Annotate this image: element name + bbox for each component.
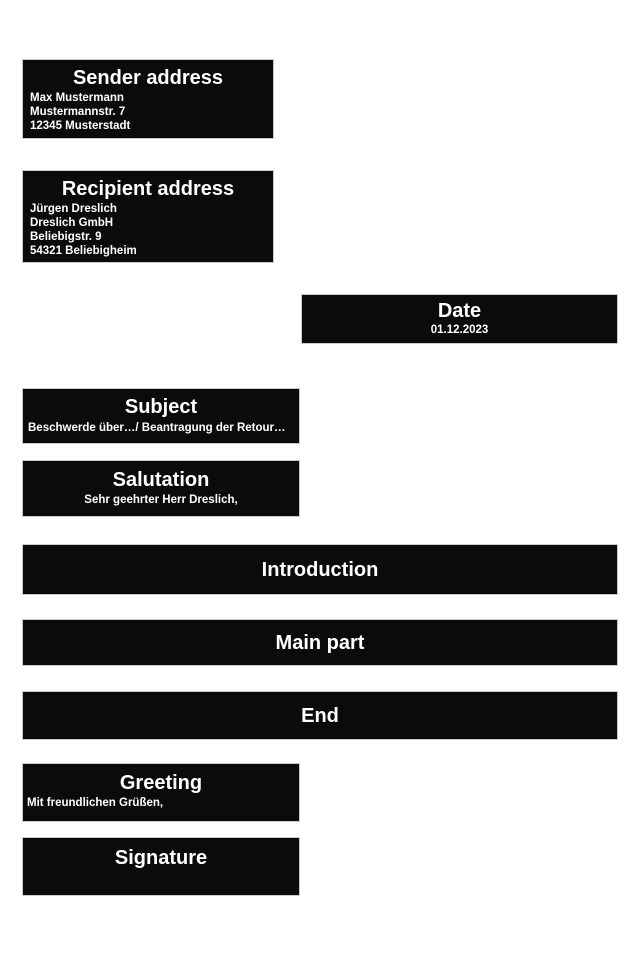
sender-street: Mustermannstr. 7 [30,106,126,118]
signature-box: Signature [22,837,300,896]
salutation-title: Salutation [112,469,210,491]
subject-value: Beschwerde über…/ Beantragung der Retour… [28,422,286,434]
sender-address-box: Sender address Max Mustermann Mustermann… [22,59,274,139]
end-box: End [22,691,618,740]
date-value: 01.12.2023 [430,324,489,336]
signature-title: Signature [114,847,208,869]
sender-name: Max Mustermann [30,92,124,104]
introduction-box: Introduction [22,544,618,595]
greeting-title: Greeting [119,772,203,794]
introduction-title: Introduction [261,558,379,581]
sender-address-title: Sender address [72,67,224,89]
recipient-name: Jürgen Dreslich [30,203,117,215]
date-title: Date [437,300,482,322]
greeting-box: Greeting Mit freundlichen Grüßen, [22,763,300,822]
recipient-address-lines: Jürgen Dreslich Dreslich GmbH Beliebigst… [23,202,273,258]
subject-box: Subject Beschwerde über…/ Beantragung de… [22,388,300,444]
sender-city: 12345 Musterstadt [30,120,131,132]
main-part-box: Main part [22,619,618,666]
sender-address-lines: Max Mustermann Mustermannstr. 7 12345 Mu… [23,91,273,133]
recipient-address-box: Recipient address Jürgen Dreslich Dresli… [22,170,274,263]
greeting-value: Mit freundlichen Grüßen, [27,797,164,809]
recipient-address-title: Recipient address [61,178,235,200]
recipient-city: 54321 Beliebigheim [30,245,137,257]
subject-title: Subject [124,396,198,418]
salutation-value: Sehr geehrter Herr Dreslich, [84,494,238,506]
end-title: End [301,704,339,727]
recipient-street: Beliebigstr. 9 [30,231,102,243]
salutation-box: Salutation Sehr geehrter Herr Dreslich, [22,460,300,517]
recipient-company: Dreslich GmbH [30,217,114,229]
main-part-title: Main part [275,631,365,654]
date-box: Date 01.12.2023 [301,294,618,344]
